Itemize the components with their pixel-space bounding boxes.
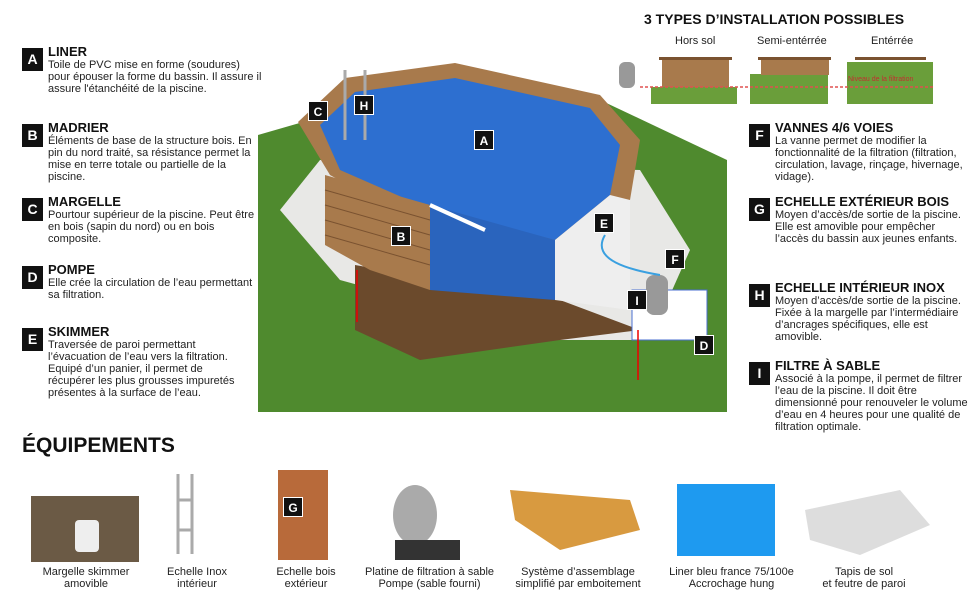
item-text: Toile de PVC mise en forme (soudures) po… xyxy=(48,59,262,95)
item-title: LINER xyxy=(48,44,87,59)
caption-line: extérieur xyxy=(284,578,328,590)
installation-title: 3 TYPES D’INSTALLATION POSSIBLES xyxy=(644,11,905,27)
caption-line: Echelle bois xyxy=(276,566,336,578)
caption-line: amovible xyxy=(63,578,109,590)
letter-badge: C xyxy=(22,198,43,221)
diagram-tag-i: I xyxy=(627,290,647,310)
caption-line: Accrochage hung xyxy=(688,578,775,590)
caption-line: Margelle skimmer xyxy=(42,566,130,578)
item-title: ECHELLE EXTÉRIEUR BOIS xyxy=(775,194,950,209)
sand-filter-icon xyxy=(646,275,668,315)
item-text: Pourtour supérieur de la piscine. Peut ê… xyxy=(48,209,255,245)
diagram-tag-c: C xyxy=(308,101,328,121)
item-title: POMPE xyxy=(48,262,95,277)
letter-badge: G xyxy=(749,198,770,221)
diagram-tag-f: F xyxy=(665,249,685,269)
equipment-thumbnails xyxy=(31,470,930,562)
equipment-title: ÉQUIPEMENTS xyxy=(22,434,175,457)
caption-line: simplifié par emboitement xyxy=(515,578,641,590)
letter-badge: E xyxy=(22,328,43,351)
diagram-tag-h: H xyxy=(354,95,374,115)
filtration-level-label: Niveau de la filtration xyxy=(848,76,914,83)
item-text: Traversée de paroi permettant l’évacuati… xyxy=(48,339,235,399)
caption-line: Liner bleu france 75/100e xyxy=(669,566,794,578)
diagram-tag-a: A xyxy=(474,130,494,150)
letter-badge: I xyxy=(749,362,770,385)
item-text: Moyen d’accès/de sortie de la piscine. E… xyxy=(775,209,961,245)
item-text: La vanne permet de modifier la fonctionn… xyxy=(775,135,963,183)
letter-badge: H xyxy=(749,284,770,307)
item-title: SKIMMER xyxy=(48,324,110,339)
type-label-semi: Semi-entérrée xyxy=(757,35,827,47)
caption-line: Platine de filtration à sable xyxy=(364,566,495,578)
item-text: Associé à la pompe, il permet de filtrer… xyxy=(775,373,968,433)
item-text: Moyen d’accès/de sortie de la piscine. F… xyxy=(775,295,961,343)
diagram-tag-b: B xyxy=(391,226,411,246)
diagram-tag-e: E xyxy=(594,213,614,233)
item-title: FILTRE À SABLE xyxy=(775,358,881,373)
item-text: Elle crée la circulation de l’eau permet… xyxy=(48,277,253,301)
pool-illustration xyxy=(258,63,727,412)
letter-badge: A xyxy=(22,48,43,71)
caption-line: Tapis de sol xyxy=(834,566,894,578)
caption-line: et feutre de paroi xyxy=(822,578,906,590)
diagram-tag-g: G xyxy=(283,497,303,517)
installation-diagrams xyxy=(619,57,935,104)
type-label-enterree: Entérrée xyxy=(871,35,914,47)
letter-badge: D xyxy=(22,266,43,289)
type-label-hors-sol: Hors sol xyxy=(675,35,716,47)
item-title: MARGELLE xyxy=(48,194,121,209)
caption-line: Echelle Inox xyxy=(167,566,227,578)
caption-line: intérieur xyxy=(177,578,217,590)
item-title: ECHELLE INTÉRIEUR INOX xyxy=(775,280,945,295)
letter-badge: B xyxy=(22,124,43,147)
diagram-tag-d: D xyxy=(694,335,714,355)
caption-line: Pompe (sable fourni) xyxy=(378,578,481,590)
caption-line: Système d’assemblage xyxy=(521,566,635,578)
filter-mini-icon xyxy=(619,62,635,88)
item-title: VANNES 4/6 VOIES xyxy=(775,120,894,135)
item-text: Éléments de base de la structure bois. E… xyxy=(48,135,252,183)
item-title: MADRIER xyxy=(48,120,109,135)
letter-badge: F xyxy=(749,124,770,147)
